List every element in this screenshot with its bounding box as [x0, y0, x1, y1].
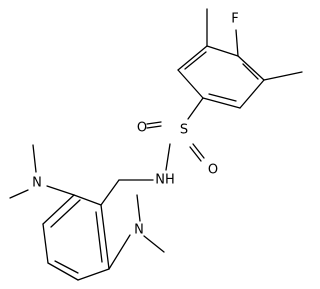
nme2-left-label: N [32, 176, 42, 191]
atom-labels: F S O O NH N N [32, 12, 239, 238]
amide-nh-label: NH [155, 173, 175, 188]
bond-lines [9, 8, 303, 281]
sulfur-label: S [180, 123, 188, 138]
oxygen-upper-label: O [137, 121, 147, 136]
molecule-structure: F S O O NH N N [9, 8, 303, 281]
nme2-right-label: N [134, 223, 144, 238]
fluorine-label: F [231, 12, 238, 27]
oxygen-lower-label: O [208, 163, 218, 178]
